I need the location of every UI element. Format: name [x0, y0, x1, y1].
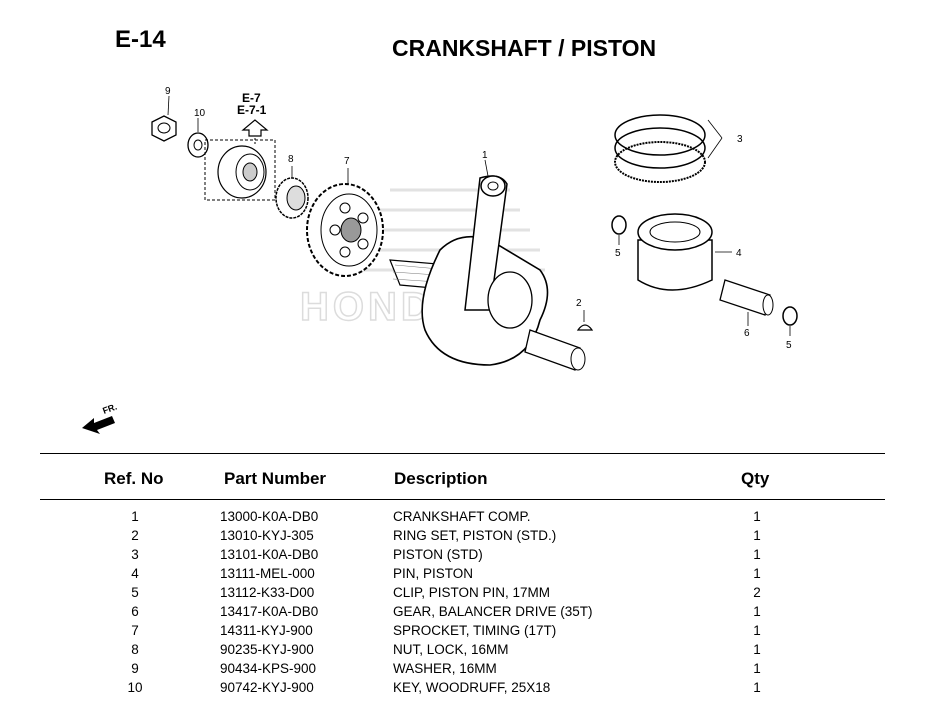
- callout-6: 7: [344, 156, 350, 167]
- callout-8: 9: [165, 86, 171, 97]
- table-row: 10 90742-KYJ-900 KEY, WOODRUFF, 25X18 1: [0, 679, 931, 698]
- washer: 10: [187, 108, 209, 158]
- cell-desc: GEAR, BALANCER DRIVE (35T): [393, 604, 593, 619]
- cell-ref: 7: [131, 623, 139, 638]
- table-top-rule: [40, 453, 885, 454]
- header-part-number: Part Number: [224, 469, 327, 488]
- cell-part: 90742-KYJ-900: [220, 680, 314, 695]
- cell-qty: 1: [753, 566, 761, 581]
- parts-diagram: HONDA E-7 E-7-1 9 10 8: [82, 86, 798, 434]
- table-row: 9 90434-KPS-900 WASHER, 16MM 1: [0, 660, 931, 679]
- lock-nut: 9: [151, 86, 177, 142]
- ref-e7-1: E-7-1: [237, 103, 267, 117]
- woodruff-key: 2: [576, 298, 594, 331]
- page-code: E-14: [115, 26, 166, 53]
- cell-desc: CRANKSHAFT COMP.: [393, 509, 531, 524]
- header-description: Description: [394, 469, 488, 488]
- cell-part: 13000-K0A-DB0: [220, 509, 319, 524]
- callout-5a: 5: [615, 248, 621, 259]
- table-header-rule: [40, 499, 885, 500]
- callout-3: 4: [736, 248, 742, 259]
- header-ref-no: Ref. No: [104, 469, 164, 488]
- cell-desc: WASHER, 16MM: [393, 661, 497, 676]
- cell-qty: 1: [753, 642, 761, 657]
- crankshaft: 1: [389, 150, 586, 371]
- callout-7: 8: [288, 154, 294, 165]
- callout-1: 1: [482, 150, 488, 161]
- cell-qty: 1: [753, 509, 761, 524]
- cell-part: 90434-KPS-900: [220, 661, 317, 676]
- balancer-drive-gear: 7: [306, 156, 384, 277]
- cell-qty: 2: [753, 585, 761, 600]
- ref-e7: E-7: [242, 91, 261, 105]
- cell-ref: 5: [131, 585, 139, 600]
- cell-ref: 6: [131, 604, 139, 619]
- front-arrow-icon: FR.: [82, 402, 118, 434]
- table-row: 1 13000-K0A-DB0 CRANKSHAFT COMP. 1: [0, 508, 931, 527]
- cell-desc: SPROCKET, TIMING (17T): [393, 623, 557, 638]
- table-row: 6 13417-K0A-DB0 GEAR, BALANCER DRIVE (35…: [0, 603, 931, 622]
- cell-qty: 1: [753, 680, 761, 695]
- cell-qty: 1: [753, 528, 761, 543]
- timing-sprocket: 8: [275, 154, 309, 219]
- cell-ref: 10: [127, 680, 143, 695]
- cell-ref: 9: [131, 661, 139, 676]
- cell-desc: PISTON (STD): [393, 547, 483, 562]
- cell-ref: 3: [131, 547, 139, 562]
- cell-desc: PIN, PISTON: [393, 566, 474, 581]
- cell-part: 90235-KYJ-900: [220, 642, 314, 657]
- cell-part: 13111-MEL-000: [220, 566, 315, 581]
- up-arrow-icon: [241, 119, 269, 137]
- cell-ref: 4: [131, 566, 139, 581]
- table-row: 7 14311-KYJ-900 SPROCKET, TIMING (17T) 1: [0, 622, 931, 641]
- piston-pin: 6: [719, 279, 774, 339]
- piston-pin-clip-right: 5: [782, 306, 798, 351]
- piston-ring-set: 3: [614, 114, 743, 183]
- table-row: 4 13111-MEL-000 PIN, PISTON 1: [0, 565, 931, 584]
- table-row: 3 13101-K0A-DB0 PISTON (STD) 1: [0, 546, 931, 565]
- honda-wing-watermark: [355, 188, 545, 272]
- cell-ref: 8: [131, 642, 139, 657]
- callout-2: 3: [737, 134, 743, 145]
- header-qty: Qty: [741, 469, 770, 488]
- cell-desc: CLIP, PISTON PIN, 17MM: [393, 585, 551, 600]
- callout-4: 6: [744, 328, 750, 339]
- callout-5b: 5: [786, 340, 792, 351]
- cell-desc: RING SET, PISTON (STD.): [393, 528, 557, 543]
- piston: 4: [637, 213, 742, 291]
- piston-pin-clip-left: 5: [611, 215, 627, 259]
- table-row: 5 13112-K33-D00 CLIP, PISTON PIN, 17MM 2: [0, 584, 931, 603]
- cell-ref: 2: [131, 528, 139, 543]
- cell-desc: KEY, WOODRUFF, 25X18: [393, 680, 551, 695]
- cell-part: 13417-K0A-DB0: [220, 604, 319, 619]
- cell-ref: 1: [131, 509, 139, 524]
- cell-qty: 1: [753, 661, 761, 676]
- parts-table-body: 1 13000-K0A-DB0 CRANKSHAFT COMP. 1 2 130…: [0, 508, 931, 698]
- front-arrow-label: FR.: [101, 402, 118, 416]
- cell-part: 13101-K0A-DB0: [220, 547, 319, 562]
- callout-9: 10: [194, 108, 206, 119]
- cell-part: 13112-K33-D00: [220, 585, 315, 600]
- cell-part: 14311-KYJ-900: [220, 623, 313, 638]
- cell-part: 13010-KYJ-305: [220, 528, 314, 543]
- cell-desc: NUT, LOCK, 16MM: [393, 642, 509, 657]
- page-title: CRANKSHAFT / PISTON: [392, 35, 657, 61]
- table-row: 2 13010-KYJ-305 RING SET, PISTON (STD.) …: [0, 527, 931, 546]
- callout-10: 2: [576, 298, 582, 309]
- reference-gear-dashed: [204, 139, 276, 201]
- cell-qty: 1: [753, 604, 761, 619]
- cell-qty: 1: [753, 547, 761, 562]
- table-row: 8 90235-KYJ-900 NUT, LOCK, 16MM 1: [0, 641, 931, 660]
- cell-qty: 1: [753, 623, 761, 638]
